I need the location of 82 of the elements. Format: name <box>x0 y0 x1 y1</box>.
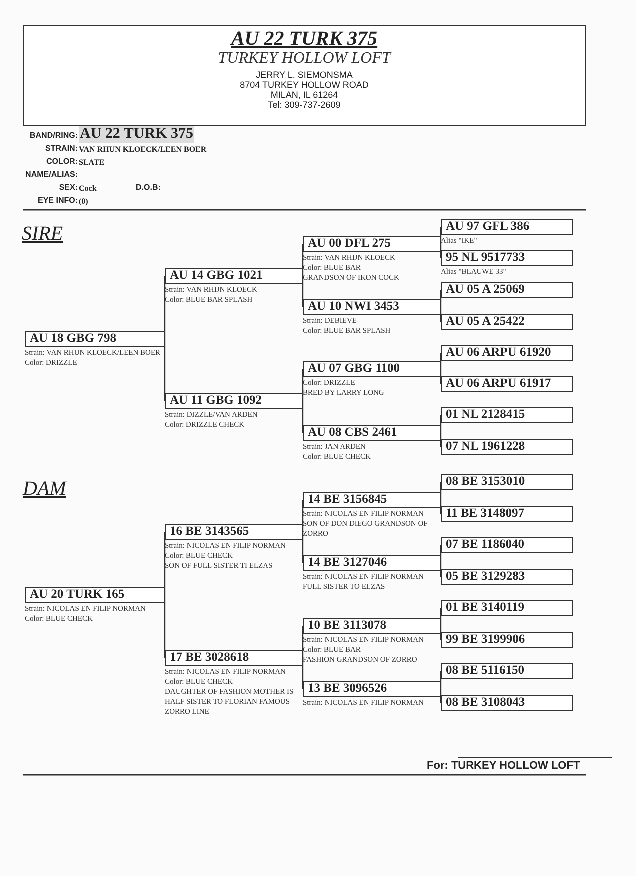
band-number: 07 BE 1186040 <box>446 537 524 551</box>
pedigree-box <box>441 695 573 711</box>
band-number: 08 BE 5116150 <box>446 663 524 677</box>
field-label: NAME/ALIAS: <box>26 170 78 179</box>
band-number: AU 06 ARPU 61917 <box>446 376 552 390</box>
pedigree-box <box>165 268 303 284</box>
loft-name: TURKEY HOLLOW LOFT <box>217 50 393 68</box>
field-label: EYE INFO: <box>38 196 78 205</box>
band-number: AU 00 DFL 275 <box>308 236 391 250</box>
address-line: 8704 TURKEY HOLLOW ROAD <box>239 80 370 90</box>
band-number: 14 BE 3156845 <box>308 492 388 506</box>
pedigree-box <box>441 314 573 330</box>
band-number: AU 07 GBG 1100 <box>308 361 400 375</box>
pedigree-box <box>441 439 573 455</box>
field-value: VAN RHUN KLOECK/LEEN BOER <box>79 145 207 154</box>
band-number: AU 08 CBS 2461 <box>308 425 398 439</box>
band-number: 10 BE 3113078 <box>308 618 386 632</box>
band-number: 14 BE 3127046 <box>308 555 388 569</box>
pedigree-box <box>303 236 441 252</box>
band-number: AU 05 A 25422 <box>446 314 525 328</box>
band-number: AU 10 NWI 3453 <box>308 299 400 313</box>
header-box <box>23 25 586 126</box>
band-number: AU 97 GFL 386 <box>446 219 530 233</box>
band-number: AU 06 ARPU 61920 <box>446 345 552 359</box>
field-label: BAND/RING: <box>30 131 78 140</box>
pedigree-box <box>441 600 573 616</box>
footer-text: For: TURKEY HOLLOW LOFT <box>427 760 580 772</box>
field-value: Cock <box>79 184 97 193</box>
pedigree-box <box>441 506 573 522</box>
band-number: 05 BE 3129283 <box>446 569 526 583</box>
field-label: COLOR: <box>46 157 78 166</box>
band-number: 01 NL 2128415 <box>446 407 526 421</box>
pedigree-box <box>441 282 573 298</box>
field-label: SEX: <box>59 183 78 192</box>
band-number: 16 BE 3143565 <box>170 524 250 538</box>
pedigree-box <box>441 407 573 423</box>
pedigree-box <box>441 376 573 392</box>
pedigree-box <box>441 632 573 648</box>
section-heading: SIRE <box>22 223 64 246</box>
address-line: JERRY L. SIEMONSMA <box>255 70 354 80</box>
pedigree-box <box>25 331 165 347</box>
field-label: D.O.B: <box>136 183 161 192</box>
pedigree-box <box>441 345 573 361</box>
section-heading: DAM <box>23 478 66 501</box>
band-number: AU 22 TURK 375 <box>79 126 194 143</box>
address-line: Tel: 309-737-2609 <box>267 100 342 110</box>
field-value: (0) <box>79 197 88 206</box>
pedigree-box <box>303 492 441 508</box>
pedigree-box <box>303 299 441 315</box>
pedigree-box <box>303 618 441 634</box>
band-number: 01 BE 3140119 <box>446 600 524 614</box>
title: AU 22 TURK 375 <box>230 28 379 51</box>
pedigree-box <box>165 393 303 409</box>
field-value: SLATE <box>79 158 105 167</box>
band-number: AU 18 GBG 798 <box>30 331 116 345</box>
pedigree-box <box>303 361 441 377</box>
band-number: AU 11 GBG 1092 <box>170 393 262 407</box>
band-number: 07 NL 1961228 <box>446 439 526 453</box>
pedigree-box <box>441 537 573 553</box>
band-number: 13 BE 3096526 <box>308 681 388 695</box>
band-number: 08 BE 3153010 <box>446 474 526 488</box>
band-number: 99 BE 3199906 <box>446 632 526 646</box>
band-number: 11 BE 3148097 <box>446 506 524 520</box>
field-label: STRAIN: <box>46 144 78 153</box>
band-number: AU 05 A 25069 <box>446 282 525 296</box>
band-number: AU 14 GBG 1021 <box>170 268 263 282</box>
pedigree-box <box>165 524 303 540</box>
pedigree-box <box>303 555 441 571</box>
band-number: 17 BE 3028618 <box>170 650 250 664</box>
band-number: AU 20 TURK 165 <box>30 587 125 601</box>
pedigree-box <box>303 681 441 697</box>
band-number: 95 NL 9517733 <box>446 250 526 264</box>
pedigree-box <box>441 250 573 266</box>
pedigree-box <box>303 425 441 441</box>
pedigree-box <box>441 663 573 679</box>
pedigree-box <box>441 569 573 585</box>
pedigree-box <box>165 650 303 666</box>
address-line: MILAN, IL 61264 <box>270 90 340 100</box>
pedigree-box <box>441 474 573 490</box>
band-number: 08 BE 3108043 <box>446 695 526 709</box>
pedigree-box <box>441 219 573 235</box>
pedigree-box <box>25 587 165 603</box>
